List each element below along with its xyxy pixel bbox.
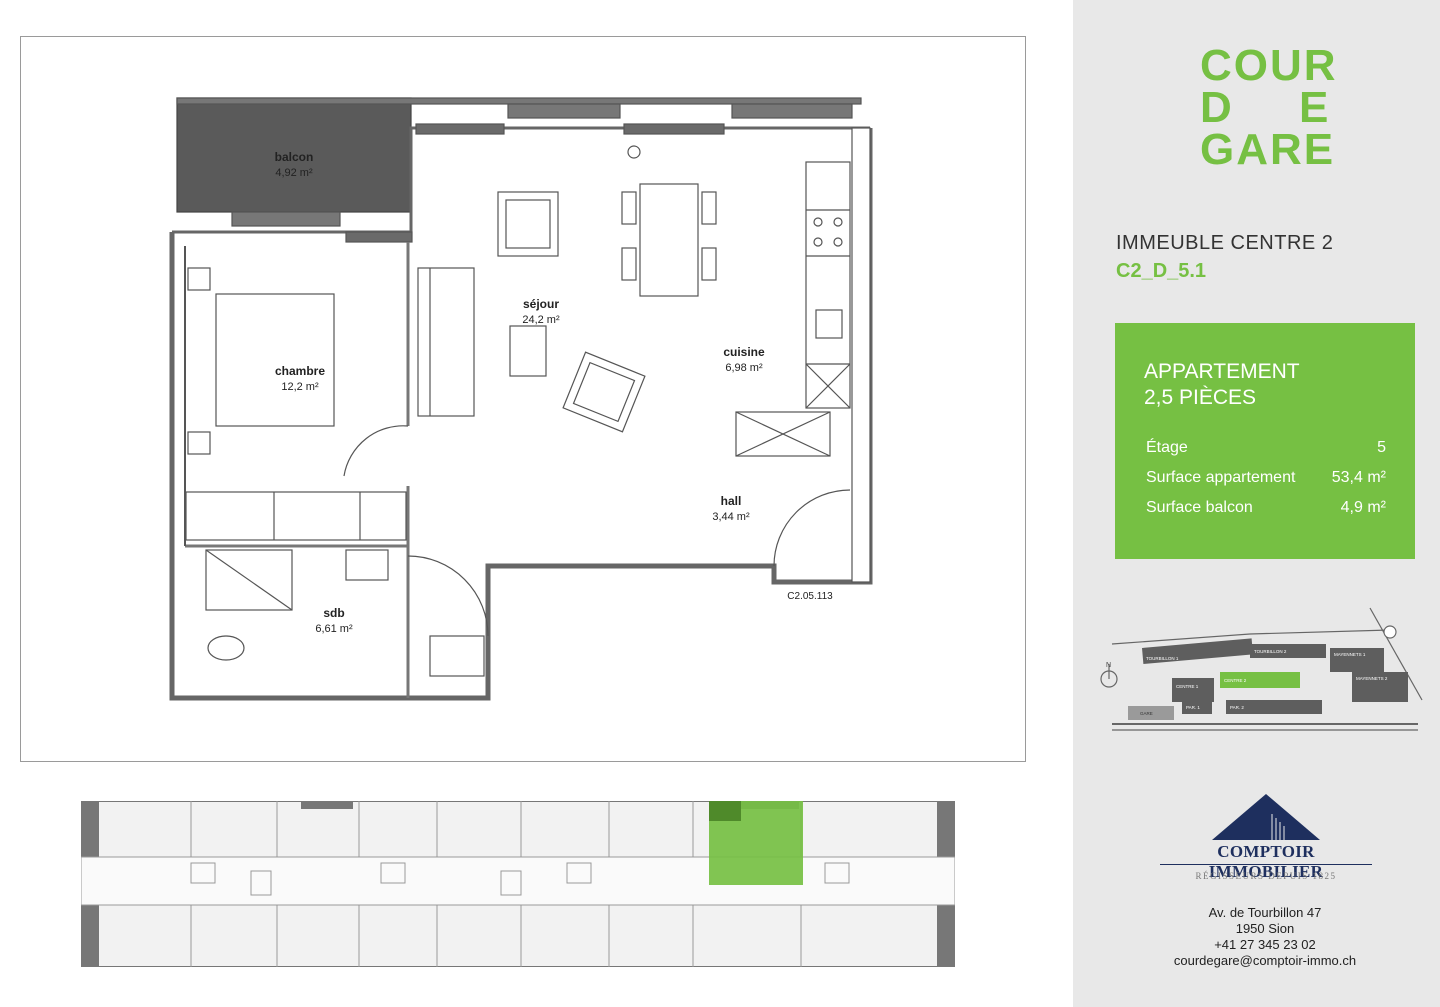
apartment-info-box: APPARTEMENT 2,5 PIÈCES Étage 5 Surface a… [1115,323,1415,559]
svg-text:4,92 m²: 4,92 m² [275,167,313,179]
svg-text:sdb: sdb [323,606,344,620]
plan-reference: C2.05.113 [787,591,833,602]
company-tagline: RÉGISSEURS DEPUIS 1825 [1195,871,1337,881]
svg-text:24,2 m²: 24,2 m² [522,314,560,326]
floor-plan: balcon 4,92 m² séjour 24,2 m² chambre 12… [169,97,873,701]
room-label-sejour: séjour 24,2 m² [522,297,560,326]
apartment-type: APPARTEMENT 2,5 PIÈCES [1144,360,1300,409]
room-label-cuisine: cuisine 6,98 m² [723,345,765,374]
svg-text:GARE: GARE [1140,711,1153,716]
svg-text:TOURBILLON 2: TOURBILLON 2 [1254,649,1287,654]
floor-plan-frame [20,36,1026,762]
svg-text:TOURBILLON 1: TOURBILLON 1 [1146,656,1179,661]
svg-text:PAR. 2: PAR. 2 [1230,705,1244,710]
svg-text:hall: hall [721,494,742,508]
svg-text:12,2 m²: 12,2 m² [281,381,319,393]
svg-text:MAYENNETS 1: MAYENNETS 1 [1334,652,1366,657]
unit-code: C2_D_5.1 [1116,260,1207,282]
svg-text:6,98 m²: 6,98 m² [725,362,763,374]
company-divider [1160,864,1372,865]
room-label-hall: hall 3,44 m² [712,494,750,523]
svg-text:chambre: chambre [275,364,325,378]
site-location-map: N TOURBILLON 1 TOURBILLON 2 MAYENNETS 1 … [1100,607,1423,731]
building-floor-overview [81,801,955,967]
room-label-balcon: balcon 4,92 m² [275,150,314,179]
comptoir-immobilier-logo-icon [1212,794,1320,840]
svg-text:CENTRE 2: CENTRE 2 [1224,678,1247,683]
company-name: COMPTOIR IMMOBILIER [1208,842,1324,881]
contact-phone[interactable]: +41 27 345 23 02 [1214,937,1316,952]
svg-text:6,61 m²: 6,61 m² [315,623,353,635]
svg-text:séjour: séjour [523,297,559,311]
svg-text:cuisine: cuisine [723,345,765,359]
svg-text:MAYENNETS 2: MAYENNETS 2 [1356,676,1388,681]
svg-text:PAR. 1: PAR. 1 [1186,705,1200,710]
contact-city: 1950 Sion [1235,921,1295,936]
room-label-chambre: chambre 12,2 m² [275,364,325,393]
svg-text:N: N [1106,662,1111,669]
room-label-sdb: sdb 6,61 m² [315,606,353,635]
svg-text:CENTRE 1: CENTRE 1 [1176,684,1199,689]
contact-email[interactable]: courdegare@comptoir-immo.ch [1173,953,1357,968]
contact-address: Av. de Tourbillon 47 [1208,905,1322,920]
svg-text:3,44 m²: 3,44 m² [712,511,750,523]
building-name: IMMEUBLE CENTRE 2 [1116,232,1334,254]
svg-text:balcon: balcon [275,150,314,164]
